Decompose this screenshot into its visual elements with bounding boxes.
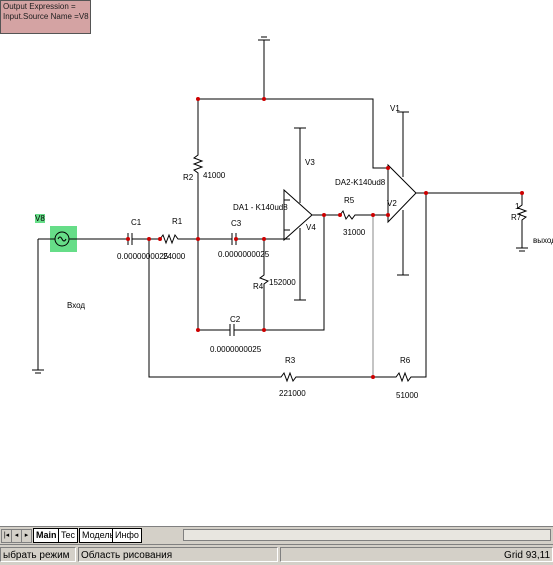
schematic-wires xyxy=(32,36,528,383)
status-mode: ыбрать режим xyxy=(0,547,76,562)
resistor-r5 xyxy=(339,209,388,221)
tab-tec[interactable]: Tec xyxy=(58,528,79,543)
schematic-canvas[interactable]: Output Expression = Input.Source Name =V… xyxy=(0,0,553,525)
wire-v1 xyxy=(397,111,409,177)
wire-v2 xyxy=(397,210,409,276)
r4-value: 152000 xyxy=(269,278,296,287)
c3-value: 0.0000000025 xyxy=(218,250,270,259)
junction-dots xyxy=(126,97,524,379)
r5-label[interactable]: R5 xyxy=(344,196,355,205)
output-expression-line1: Output Expression = xyxy=(3,2,76,11)
opamp-da1-symbol xyxy=(283,188,313,242)
output-expression-box[interactable]: Output Expression = Input.Source Name =V… xyxy=(0,0,91,34)
wire-bottom-feedback xyxy=(148,193,427,383)
r4-label[interactable]: R4 xyxy=(253,282,264,291)
r7-label[interactable]: R7 xyxy=(511,213,522,222)
r2-label[interactable]: R2 xyxy=(183,173,194,182)
r3-label[interactable]: R3 xyxy=(285,356,296,365)
ground-symbol xyxy=(32,239,44,374)
r6-value: 51000 xyxy=(396,391,419,400)
da2-label[interactable]: DA2-K140ud8 xyxy=(335,178,386,187)
opamp-da2-symbol xyxy=(387,163,417,224)
output-caption: выход xyxy=(533,236,553,245)
status-area: Область рисования xyxy=(78,547,278,562)
c2-value: 0.0000000025 xyxy=(210,345,262,354)
r7-pin-number: 1 xyxy=(515,202,520,211)
c1-value: 0.0000000025 xyxy=(117,252,169,261)
r5-value: 31000 xyxy=(343,228,366,237)
resistor-r2 xyxy=(192,99,204,239)
r1-label[interactable]: R1 xyxy=(172,217,183,226)
c3-label[interactable]: C3 xyxy=(231,219,242,228)
capacitor-c2 xyxy=(197,215,325,336)
wire-v3 xyxy=(294,127,306,203)
wire-v4 xyxy=(294,228,306,301)
output-expression-line2: Input.Source Name =V8 xyxy=(3,12,89,21)
status-grid: Grid 93,11 xyxy=(280,547,553,562)
sine-icon xyxy=(57,236,67,242)
wire-top-feedback xyxy=(198,98,388,169)
r2-value: 41000 xyxy=(203,171,226,180)
horizontal-scrollbar[interactable] xyxy=(183,529,551,541)
status-bar: ыбрать режим Область рисования Grid 93,1… xyxy=(0,544,553,565)
v4-label[interactable]: V4 xyxy=(306,223,316,232)
tab-info[interactable]: Инфо xyxy=(112,528,142,543)
resistor-r4 xyxy=(258,239,270,330)
v3-label[interactable]: V3 xyxy=(305,158,315,167)
sheet-tab-bar: |◂ ◂ ▸ Main Tec Модель Инфо xyxy=(0,526,553,544)
da1-label[interactable]: DA1 - K140ud8 xyxy=(233,203,288,212)
c2-label[interactable]: C2 xyxy=(230,315,241,324)
next-tab-icon[interactable]: ▸ xyxy=(21,529,32,543)
r1-value: 24000 xyxy=(163,252,186,261)
r3-value: 221000 xyxy=(279,389,306,398)
c1-label[interactable]: C1 xyxy=(131,218,142,227)
capacitor-c3 xyxy=(231,233,290,245)
source-label[interactable]: V8 xyxy=(35,214,45,223)
v1-label[interactable]: V1 xyxy=(390,104,400,113)
resistor-r1 xyxy=(159,233,232,245)
resistor-r7 xyxy=(416,192,528,252)
tab-main[interactable]: Main xyxy=(33,528,60,543)
ground-top xyxy=(258,36,270,99)
v2-label[interactable]: V2 xyxy=(387,199,397,208)
source-caption: Вход xyxy=(67,301,86,310)
r6-label[interactable]: R6 xyxy=(400,356,411,365)
